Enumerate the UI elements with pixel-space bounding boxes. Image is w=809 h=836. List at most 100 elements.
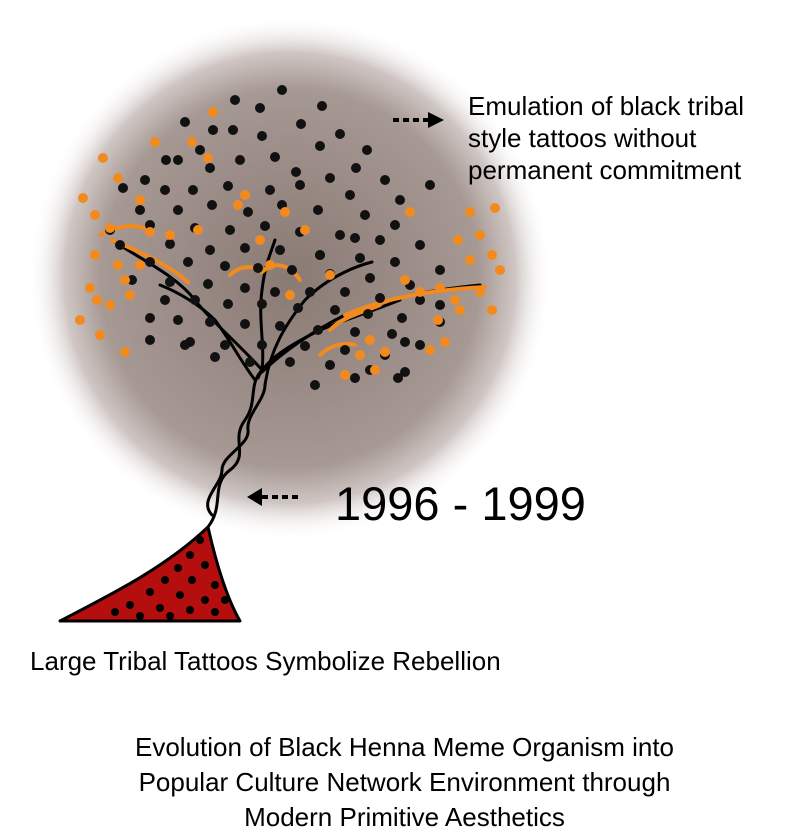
canopy-dot-black (380, 175, 390, 185)
canopy-dot-black (325, 360, 335, 370)
root-dot (126, 601, 134, 609)
canopy-dot-black (400, 337, 410, 347)
canopy-dot-black (118, 183, 128, 193)
canopy-dot-black (390, 257, 400, 267)
canopy-dot-orange (340, 370, 350, 380)
canopy-dot-black (173, 315, 183, 325)
canopy-dot-black (277, 85, 287, 95)
canopy-dot-orange (98, 153, 108, 163)
canopy-dot-black (115, 240, 125, 250)
canopy-dot-black (203, 279, 213, 289)
canopy-dot-orange (95, 330, 105, 340)
canopy-dot-black (255, 103, 265, 113)
canopy-dot-orange (193, 225, 203, 235)
canopy-dot-orange (203, 153, 213, 163)
root-dot (176, 591, 184, 599)
canopy-dot-black (275, 245, 285, 255)
canopy-dot-orange (75, 315, 85, 325)
canopy-dot-orange (113, 260, 123, 270)
canopy-dot-black (228, 125, 238, 135)
root-dot (161, 576, 169, 584)
canopy-dot-black (195, 145, 205, 155)
canopy-dot-orange (495, 265, 505, 275)
canopy-dot-orange (90, 210, 100, 220)
canopy-dot-black (180, 117, 190, 127)
canopy-dot-black (345, 190, 355, 200)
canopy-dot-orange (240, 190, 250, 200)
canopy-dot-black (340, 287, 350, 297)
canopy-dot-orange (405, 207, 415, 217)
canopy-dot-black (363, 309, 373, 319)
canopy-dot-black (387, 329, 397, 339)
canopy-dot-black (223, 181, 233, 191)
canopy-dot-black (335, 129, 345, 139)
canopy-dot-black (161, 155, 171, 165)
canopy-dot-black (135, 205, 145, 215)
root-dot (174, 564, 182, 572)
canopy-dot-black (253, 263, 263, 273)
canopy-dot-black (313, 325, 323, 335)
root-dot (156, 604, 164, 612)
canopy-dot-black (285, 357, 295, 367)
canopy-dot-orange (285, 290, 295, 300)
canopy-dot-black (362, 145, 372, 155)
canopy-dot-orange (120, 347, 130, 357)
canopy-dot-black (296, 119, 306, 129)
root-dot (201, 596, 209, 604)
canopy-dot-orange (265, 260, 275, 270)
footer-line: Evolution of Black Henna Meme Organism i… (134, 732, 675, 762)
canopy-dot-black (435, 265, 445, 275)
canopy-dot-black (287, 265, 297, 275)
canopy-dot-orange (465, 255, 475, 265)
canopy-dot-black (183, 257, 193, 267)
canopy-dot-orange (135, 195, 145, 205)
canopy-dot-black (173, 155, 183, 165)
root-dot (221, 596, 229, 604)
root-dot (186, 551, 194, 559)
canopy-dot-black (425, 180, 435, 190)
canopy-dot-black (207, 200, 217, 210)
canopy-dot-orange (105, 223, 115, 233)
canopy-dot-black (315, 250, 325, 260)
canopy-dot-black (340, 345, 350, 355)
canopy-dot-orange (120, 275, 130, 285)
canopy-dot-orange (208, 107, 218, 117)
canopy-dot-orange (85, 283, 95, 293)
canopy-dot-orange (187, 137, 197, 147)
canopy-dot-black (180, 340, 190, 350)
canopy-dot-orange (90, 250, 100, 260)
root-dot (201, 561, 209, 569)
root-dot (211, 581, 219, 589)
annotation-line: Emulation of black tribal (468, 91, 745, 121)
canopy-dot-black (257, 299, 267, 309)
canopy-dot-orange (490, 203, 500, 213)
canopy-dot-black (365, 273, 375, 283)
canopy-dot-black (205, 245, 215, 255)
year-label: 1996 - 1999 (335, 477, 586, 530)
canopy-dot-black (375, 235, 385, 245)
canopy-glow (28, 16, 552, 540)
footer-line: Popular Culture Network Environment thro… (138, 767, 671, 797)
canopy-dot-black (240, 283, 250, 293)
canopy-dot-orange (425, 345, 435, 355)
annotation-line: permanent commitment (468, 155, 742, 185)
canopy-dot-black (165, 277, 175, 287)
root-dot (166, 612, 174, 620)
canopy-dot-black (140, 175, 150, 185)
canopy-dot-orange (380, 347, 390, 357)
canopy-dot-black (225, 225, 235, 235)
canopy-dot-black (188, 185, 198, 195)
canopy-dot-black (145, 220, 155, 230)
root-dot (111, 608, 119, 616)
canopy-dot-black (270, 287, 280, 297)
canopy-dot-black (145, 257, 155, 267)
canopy-dot-black (190, 295, 200, 305)
canopy-dot-black (397, 313, 407, 323)
canopy-dot-black (317, 101, 327, 111)
canopy-dot-black (160, 295, 170, 305)
root-dot (146, 588, 154, 596)
annotation-line: style tattoos without (468, 123, 697, 153)
canopy-dot-black (350, 233, 360, 243)
canopy-dot-black (270, 152, 280, 162)
